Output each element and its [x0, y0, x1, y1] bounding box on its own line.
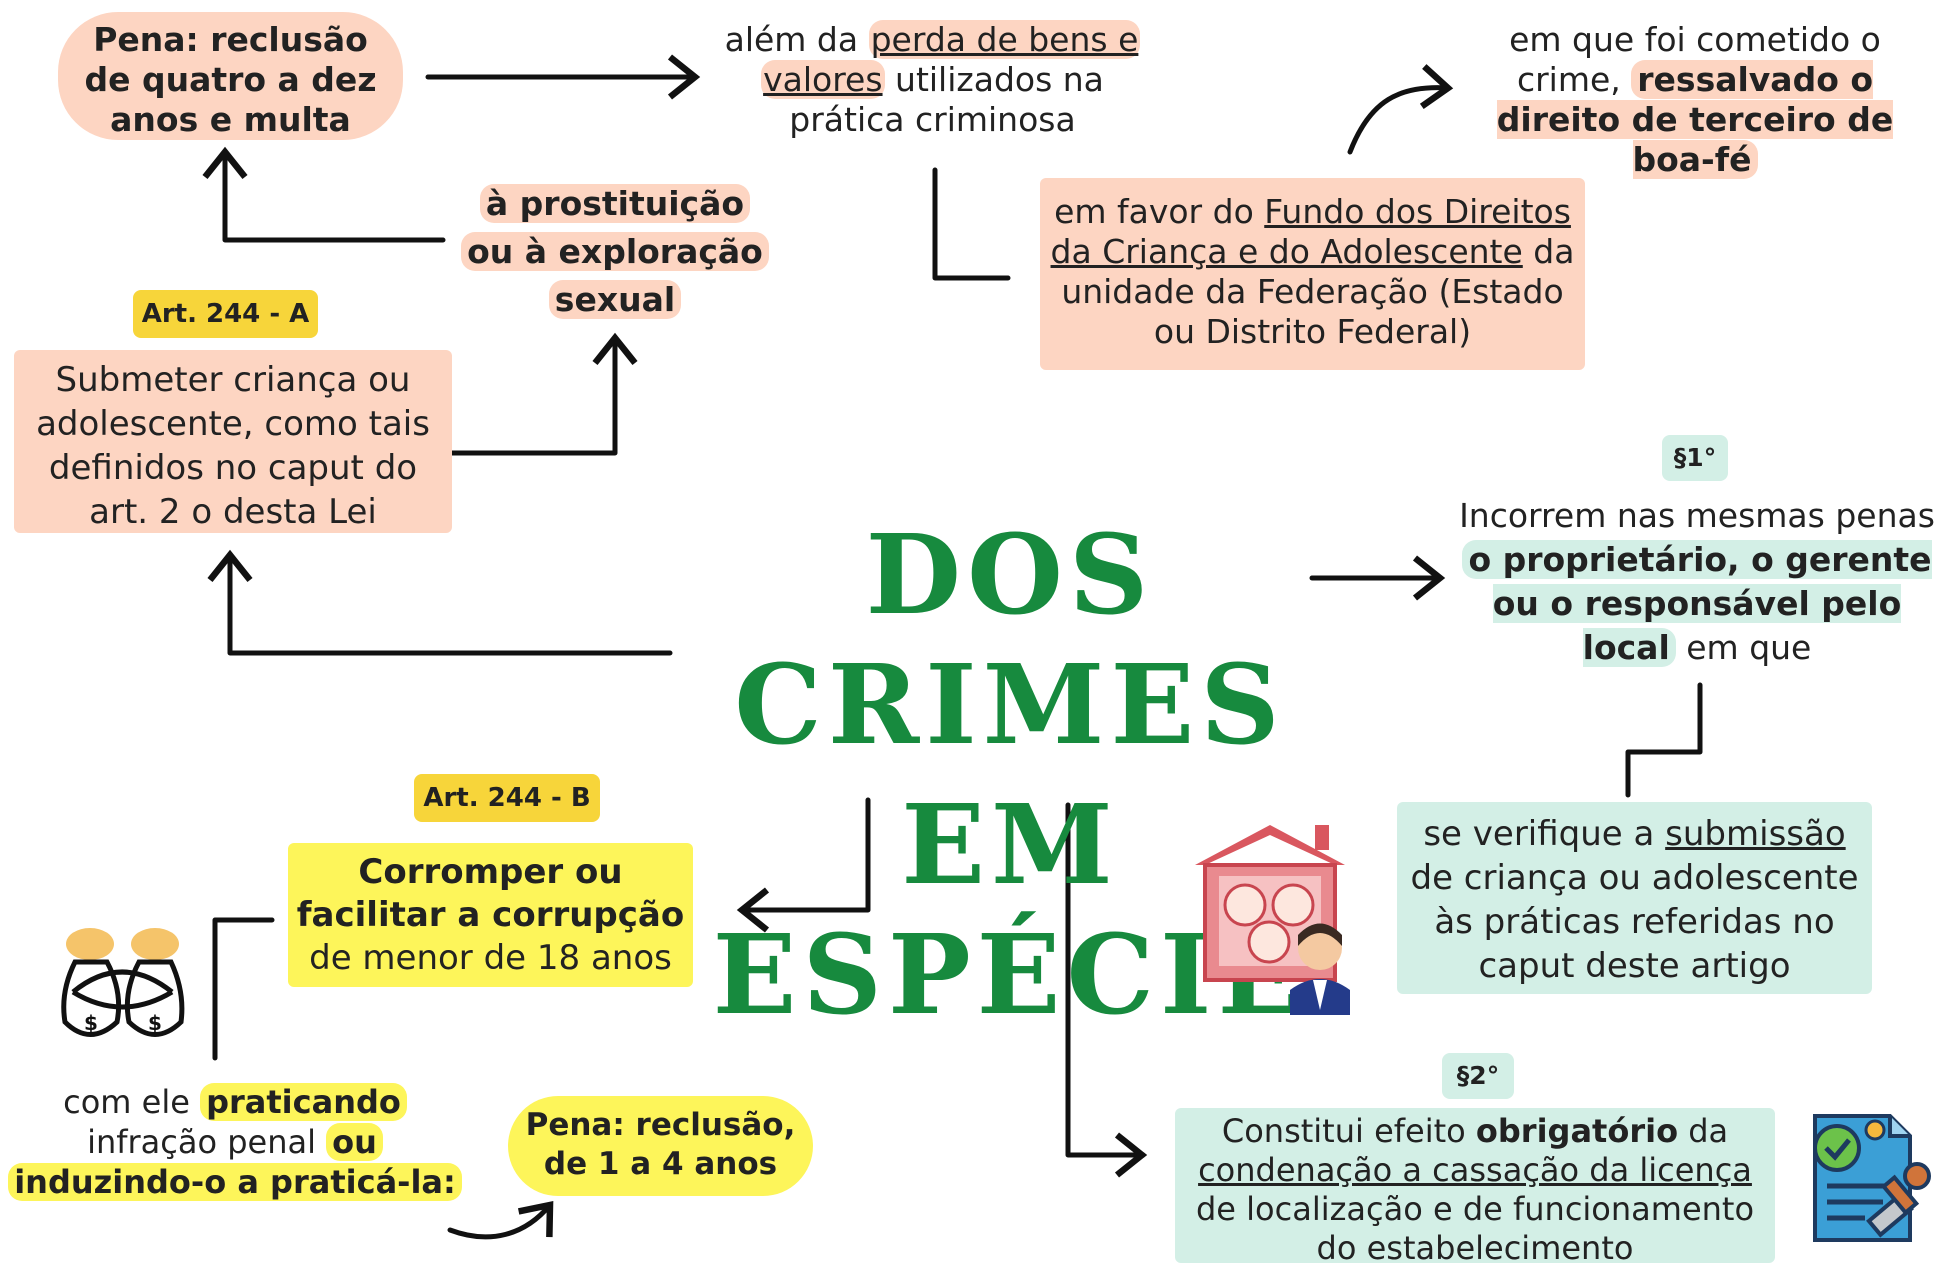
penalty-244b-cloud: Pena: reclusão, de 1 a 4 anos — [508, 1096, 813, 1196]
loss-pre: além da — [724, 20, 869, 59]
p2-underline: condenação a cassação da licença — [1198, 1151, 1752, 1189]
house-family-icon — [1185, 820, 1355, 1015]
art-244b-box: Corromper ou facilitar a corrupção de me… — [288, 843, 693, 987]
arrow-244a-to-purpose — [449, 332, 638, 456]
line-loss-to-fund — [932, 167, 1011, 281]
tag-paragraph-1: §1° — [1662, 435, 1728, 481]
with-bold-2: ou — [326, 1123, 383, 1161]
p1-pre: Incorrem nas mesmas penas — [1459, 496, 1935, 535]
penalty-244b-line2: de 1 a 4 anos — [543, 1146, 778, 1182]
penalty-244a-line3: anos e multa — [110, 100, 351, 139]
fund-underline: Fundo dos Direitos da Criança e do Adole… — [1050, 192, 1571, 271]
arrow-purpose-to-penalty — [202, 146, 446, 243]
art-244b-bold: Corromper ou facilitar a corrupção — [296, 852, 685, 935]
svg-text:$: $ — [148, 1011, 162, 1035]
line-p1-to-cont — [1625, 682, 1703, 798]
tag-paragraph-2: §2° — [1442, 1053, 1514, 1099]
with-bold-1: praticando — [200, 1083, 407, 1121]
fund-box: em favor do Fundo dos Direitos da Crianç… — [1040, 178, 1585, 370]
paragraph-1-continuation-box: se verifique a submissão de criança ou a… — [1397, 802, 1872, 994]
arrow-title-to-p2 — [1065, 802, 1148, 1178]
arrow-title-to-244b — [736, 797, 871, 933]
purpose-line1: à prostituição — [479, 184, 751, 223]
penalty-244a-cloud: Pena: reclusão de quatro a dez anos e mu… — [58, 12, 403, 140]
with-practicing-text: com ele praticando infração penal ou ind… — [0, 1082, 470, 1202]
tag-art-244b: Art. 244 - B — [414, 774, 600, 822]
money-bags-icon: $ $ — [55, 922, 190, 1047]
tag-art-244a: Art. 244 - A — [133, 290, 318, 338]
p2-post: de localização e de funcionamento do est… — [1195, 1190, 1755, 1267]
document-stamp-icon — [1795, 1108, 1935, 1248]
with-mid: infração penal — [87, 1123, 327, 1161]
arrow-with-to-penalty-b — [447, 1201, 554, 1240]
third-party-text: em que foi cometido o crime, ressalvado … — [1460, 20, 1930, 180]
fund-pre: em favor do — [1054, 192, 1265, 231]
with-bold-3: induzindo-o a praticá-la: — [8, 1163, 462, 1201]
purpose-text: à prostituição ou à exploração sexual — [455, 180, 775, 324]
loss-post: utilizados na prática criminosa — [789, 60, 1104, 139]
p1-cont-pre: se verifique a — [1423, 814, 1666, 854]
p2-bold: obrigatório — [1475, 1112, 1679, 1150]
fund-post: da unidade da Federação (Estado ou Distr… — [1061, 232, 1575, 351]
art-244a-box: Submeter criança ou adolescente, como ta… — [14, 350, 452, 533]
p1-cont-post: de criança ou adolescente às práticas re… — [1410, 858, 1859, 986]
art-244b-post: de menor de 18 anos — [309, 938, 672, 978]
loss-underline-2: valores — [761, 60, 885, 99]
p2-mid: da — [1678, 1112, 1729, 1150]
penalty-244b-line1: Pena: reclusão, — [525, 1107, 796, 1143]
purpose-line2: ou à exploração — [461, 232, 769, 271]
paragraph-2-box: Constitui efeito obrigatório da condenaç… — [1175, 1108, 1775, 1267]
penalty-244a-line2: de quatro a dez — [84, 60, 377, 99]
p2-pre: Constitui efeito — [1221, 1112, 1476, 1150]
arrow-title-to-244a — [207, 549, 673, 656]
p1-cont-underline: submissão — [1665, 814, 1846, 854]
loss-underline-1: perda de bens e — [868, 20, 1141, 59]
line-244b-to-with — [212, 917, 275, 1061]
title-line1: DOS CRIMES — [734, 510, 1286, 769]
penalty-244a-line1: Pena: reclusão — [93, 20, 368, 59]
svg-text:$: $ — [84, 1011, 98, 1035]
p1-post: em que — [1675, 628, 1812, 667]
with-pre: com ele — [63, 1083, 201, 1121]
third-party-pre: em que foi cometido o crime, — [1509, 20, 1881, 99]
purpose-line3: sexual — [548, 280, 682, 319]
arrow-fund-to-third-party — [1347, 64, 1454, 155]
loss-of-goods-text: além da perda de bens e valores utilizad… — [700, 20, 1165, 140]
paragraph-1-text: Incorrem nas mesmas penas o proprietário… — [1452, 494, 1942, 670]
